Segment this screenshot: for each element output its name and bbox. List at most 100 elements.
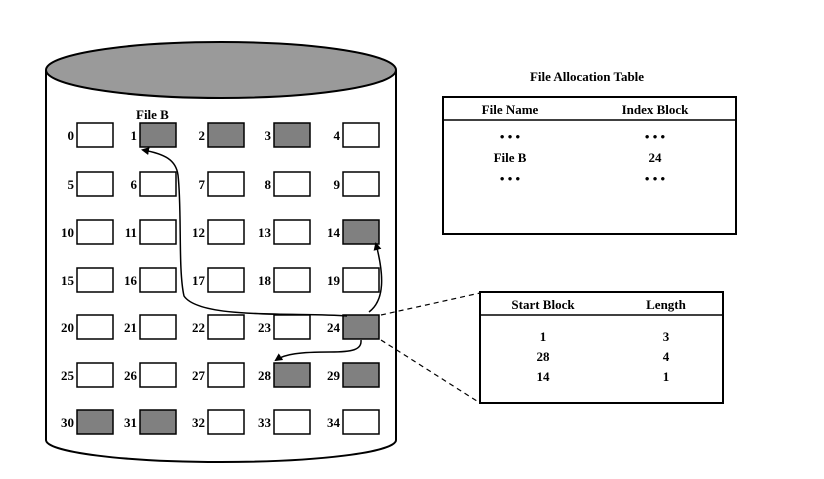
disk-block-11 [139, 219, 177, 245]
block-number-7: 7 [199, 177, 206, 192]
index-header-start-block: Start Block [511, 297, 575, 312]
disk-block-16 [139, 267, 177, 293]
block-number-17: 17 [192, 273, 206, 288]
index-row-3-start: 14 [537, 369, 551, 384]
disk-block-19 [342, 267, 380, 293]
disk-block-13 [273, 219, 311, 245]
fat-header-index-block: Index Block [622, 102, 690, 117]
pointer-to-block-1 [141, 147, 348, 317]
disk-block-17 [207, 267, 245, 293]
block-number-30: 30 [61, 415, 74, 430]
block-number-1: 1 [131, 128, 138, 143]
disk-block-0 [76, 122, 114, 148]
disk-block-32 [207, 409, 245, 435]
pointer-to-block-28 [274, 339, 362, 362]
fat-title: File Allocation Table [530, 69, 644, 84]
block-number-8: 8 [265, 177, 272, 192]
disk-block-15 [76, 267, 114, 293]
disk-block-21 [139, 314, 177, 340]
disk-block-3 [273, 122, 311, 148]
block-number-9: 9 [334, 177, 341, 192]
index-block-callout-lines [380, 292, 481, 404]
disk-block-2 [207, 122, 245, 148]
fat-row-2-file: File B [494, 150, 527, 165]
block-number-31: 31 [124, 415, 137, 430]
block-number-21: 21 [124, 320, 137, 335]
fat-row-3-index: • • • [645, 171, 666, 186]
disk-block-22 [207, 314, 245, 340]
fat-row-1-file: • • • [500, 129, 521, 144]
index-block-frame [479, 291, 724, 404]
block-number-13: 13 [258, 225, 272, 240]
block-number-32: 32 [192, 415, 205, 430]
file-b-label: File B [136, 107, 169, 122]
pointer-to-block-14 [368, 242, 383, 313]
disk-block-31 [139, 409, 177, 435]
disk-block-34 [342, 409, 380, 435]
disk-block-29 [342, 362, 380, 388]
block-number-3: 3 [265, 128, 272, 143]
disk-block-25 [76, 362, 114, 388]
disk-block-20 [76, 314, 114, 340]
block-number-6: 6 [131, 177, 138, 192]
block-number-29: 29 [327, 368, 341, 383]
callout-line-bottom [380, 339, 481, 404]
disk-block-24 [342, 314, 380, 340]
block-number-11: 11 [125, 225, 137, 240]
disk-block-23 [273, 314, 311, 340]
disk-block-26 [139, 362, 177, 388]
index-row-1-length: 3 [663, 329, 670, 344]
disk-top [45, 41, 397, 99]
disk-block-18 [273, 267, 311, 293]
disk-block-27 [207, 362, 245, 388]
block-pointers [141, 147, 383, 362]
disk-block-6 [139, 171, 177, 197]
block-number-4: 4 [334, 128, 341, 143]
fat-frame [442, 96, 737, 235]
block-number-10: 10 [61, 225, 74, 240]
block-number-16: 16 [124, 273, 138, 288]
block-number-26: 26 [124, 368, 138, 383]
disk-block-10 [76, 219, 114, 245]
disk-block-33 [273, 409, 311, 435]
block-number-22: 22 [192, 320, 205, 335]
block-number-0: 0 [68, 128, 75, 143]
block-number-24: 24 [327, 320, 341, 335]
index-header-length: Length [646, 297, 687, 312]
block-number-33: 33 [258, 415, 272, 430]
block-number-23: 23 [258, 320, 272, 335]
callout-line-top [380, 292, 481, 316]
index-row-2-start: 28 [537, 349, 551, 364]
index-block-table: Start Block Length 1 3 28 4 14 1 [479, 291, 724, 404]
index-row-3-length: 1 [663, 369, 670, 384]
disk-block-4 [342, 122, 380, 148]
index-row-1-start: 1 [540, 329, 547, 344]
block-number-2: 2 [199, 128, 206, 143]
fat-row-2-index: 24 [649, 150, 663, 165]
block-number-12: 12 [192, 225, 205, 240]
fat-row-1-index: • • • [645, 129, 666, 144]
block-number-19: 19 [327, 273, 341, 288]
disk-block-7 [207, 171, 245, 197]
disk-block-9 [342, 171, 380, 197]
block-number-27: 27 [192, 368, 206, 383]
block-number-34: 34 [327, 415, 341, 430]
disk-block-14 [342, 219, 380, 245]
disk-block-8 [273, 171, 311, 197]
file-allocation-table: File Allocation Table File Name Index Bl… [442, 69, 737, 235]
block-number-25: 25 [61, 368, 75, 383]
fat-header-file-name: File Name [482, 102, 539, 117]
block-number-28: 28 [258, 368, 272, 383]
block-number-14: 14 [327, 225, 341, 240]
disk-block-1 [139, 122, 177, 148]
block-number-15: 15 [61, 273, 75, 288]
disk-cylinder [45, 41, 397, 463]
disk-block-28 [273, 362, 311, 388]
fat-row-3-file: • • • [500, 171, 521, 186]
block-number-18: 18 [258, 273, 272, 288]
disk-block-5 [76, 171, 114, 197]
block-number-20: 20 [61, 320, 74, 335]
disk-block-12 [207, 219, 245, 245]
